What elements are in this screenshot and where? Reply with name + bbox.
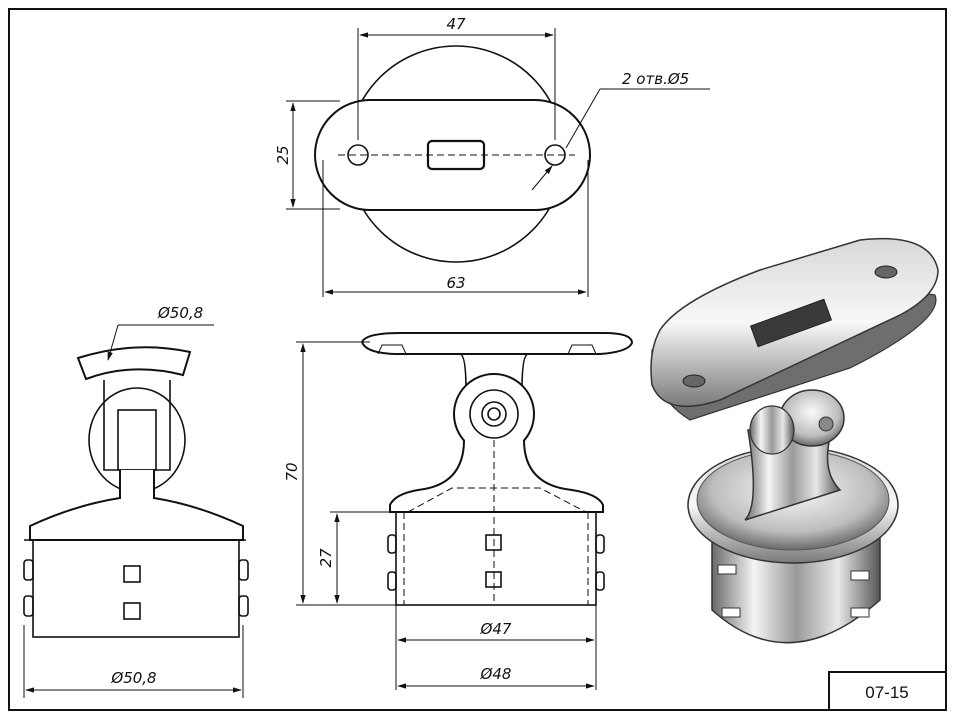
dim-width-label: 63 (446, 274, 465, 292)
tab-right-2 (238, 595, 249, 617)
holes-note-arrow (531, 165, 553, 191)
neck (29, 470, 244, 541)
neck-inner-dash (407, 487, 587, 513)
front-tab-right-1 (595, 534, 605, 554)
square-hole-1 (123, 565, 141, 583)
dim-saddle-diameter-label: Ø50,8 (157, 304, 203, 322)
side-view: Ø50,8 Ø50,8 (23, 304, 249, 698)
render-tab-2 (721, 607, 741, 618)
isometric-render (650, 237, 939, 644)
title-block-frame (828, 671, 947, 711)
tab-left-1 (23, 559, 34, 581)
dim-total-height-label: 70 (283, 462, 301, 481)
render-plate-slot (749, 298, 833, 348)
plate-tab-left (377, 344, 407, 355)
render-hinge-left (749, 405, 795, 455)
front-tab-right-2 (595, 571, 605, 591)
dim-sleeve-height-label: 27 (317, 548, 335, 568)
curved-saddle (76, 346, 192, 381)
top-view: 47 63 25 2 отв.Ø5 (274, 15, 710, 297)
holes-note-label: 2 отв.Ø5 (622, 70, 689, 88)
front-square-hole-1 (485, 534, 502, 551)
saddle-dim-leader (107, 324, 119, 361)
drawing-frame (8, 8, 947, 711)
render-tab-4 (850, 607, 870, 618)
post-inner (117, 409, 157, 471)
front-neck (389, 439, 604, 513)
sleeve-body (32, 539, 240, 638)
front-tab-left-2 (387, 571, 397, 591)
dim-height-label: 25 (274, 145, 292, 164)
drawing-code-label: 07-15 (865, 683, 908, 702)
render-plate-hole-right (874, 265, 898, 279)
mounting-hole-right (544, 144, 566, 166)
dim-hole-spacing-label: 47 (446, 15, 466, 33)
render-tab-1 (717, 564, 737, 575)
render-tab-3 (850, 570, 870, 581)
front-square-hole-2 (485, 571, 502, 588)
top-plate (360, 332, 634, 355)
tab-right-1 (238, 559, 249, 581)
render-hinge-pin (818, 416, 834, 432)
dim-outer-diameter-label: Ø48 (480, 665, 512, 683)
front-view: 70 27 Ø47 Ø48 (283, 332, 634, 690)
tab-left-2 (23, 595, 34, 617)
dim-base-diameter-label: Ø50,8 (110, 669, 156, 687)
center-slot (426, 139, 486, 171)
title-block: 07-15 (828, 671, 947, 711)
front-sleeve (395, 511, 597, 606)
square-hole-2 (123, 602, 141, 620)
hinge-pin (481, 401, 507, 427)
render-plate-hole-left (682, 374, 706, 388)
plate-tab-right (567, 344, 597, 355)
holes-note-leader (565, 88, 601, 149)
hinge-mid (469, 389, 519, 439)
dim-inner-diameter-label: Ø47 (480, 620, 512, 638)
hinge-pin-core (487, 407, 501, 421)
mounting-hole-left (347, 144, 369, 166)
front-tab-left-1 (387, 534, 397, 554)
